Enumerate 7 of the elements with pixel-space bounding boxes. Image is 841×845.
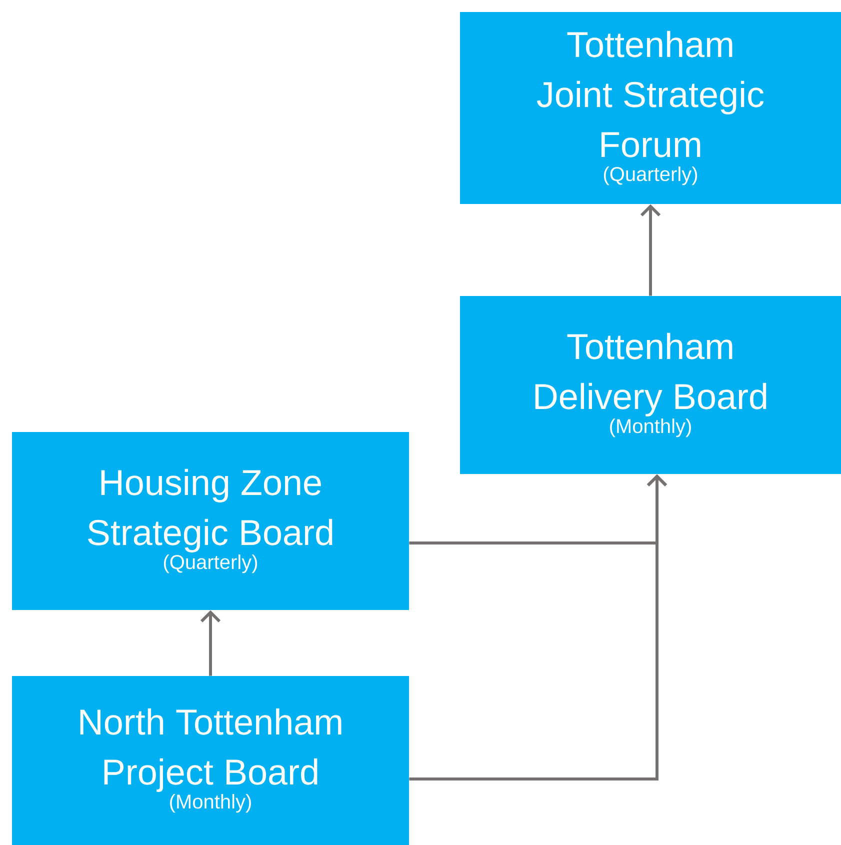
arrow <box>200 610 221 676</box>
board-box: Tottenham Joint Strategic Forum (Quarterly) <box>460 12 841 204</box>
board-box: North Tottenham Project Board (Monthly) <box>12 676 409 845</box>
board-box: Housing Zone Strategic Board (Quarterly) <box>12 432 409 610</box>
board-box: Tottenham Delivery Board (Monthly) <box>460 296 841 474</box>
arrow <box>409 474 668 780</box>
arrow <box>640 204 661 296</box>
